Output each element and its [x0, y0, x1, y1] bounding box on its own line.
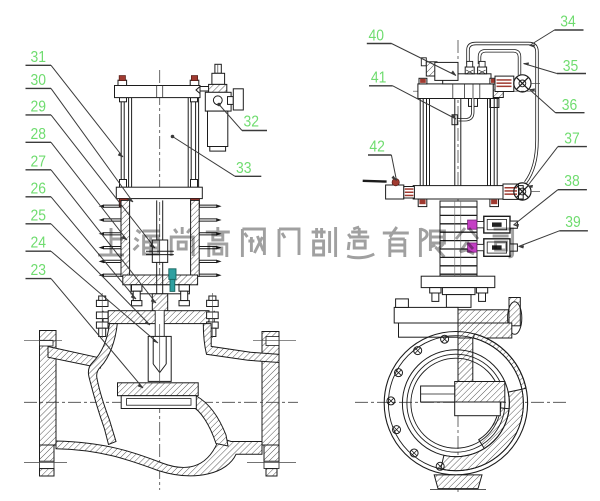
svg-text:24: 24 [31, 235, 47, 252]
svg-text:41: 41 [371, 69, 387, 86]
svg-text:32: 32 [244, 114, 260, 131]
svg-text:30: 30 [31, 72, 47, 89]
svg-text:29: 29 [31, 98, 47, 115]
svg-text:25: 25 [31, 207, 47, 224]
svg-text:40: 40 [369, 27, 385, 44]
svg-text:36: 36 [562, 97, 578, 114]
svg-text:42: 42 [369, 138, 385, 155]
svg-text:37: 37 [564, 130, 580, 147]
svg-text:28: 28 [31, 126, 47, 143]
svg-text:38: 38 [564, 173, 580, 190]
svg-text:26: 26 [31, 180, 47, 197]
svg-text:39: 39 [565, 214, 581, 231]
svg-text:33: 33 [236, 160, 252, 177]
svg-text:31: 31 [31, 49, 47, 66]
svg-text:23: 23 [31, 262, 47, 279]
svg-text:27: 27 [31, 153, 47, 170]
svg-text:35: 35 [563, 58, 579, 75]
svg-text:34: 34 [560, 13, 576, 30]
